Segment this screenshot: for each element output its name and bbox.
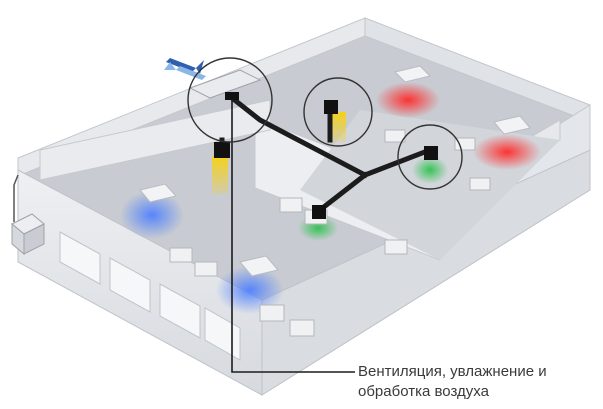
heating-zone-right [473, 134, 541, 170]
air-treatment-zone-top [330, 112, 346, 142]
vertical-pipe [231, 100, 355, 373]
outdoor-air-arrows-icon [164, 58, 206, 80]
cooling-zone-left [120, 191, 184, 239]
ahu-outlet [225, 92, 239, 100]
air-treatment-zone-left [212, 156, 228, 194]
caption-line-2: обработка воздуха [358, 383, 489, 400]
duct-fan-units [214, 100, 438, 219]
heating-zone-top [376, 82, 440, 118]
caption-line-1: Вентиляция, увлажнение и [358, 363, 547, 380]
air-handling-unit [188, 69, 262, 99]
humidification-zone-right [412, 156, 448, 184]
duct-network [219, 94, 434, 214]
partition-left [39, 99, 271, 181]
caption: Вентиляция, увлажнение и обработка возду… [358, 362, 598, 402]
cooling-zone-front [216, 266, 284, 314]
office-furniture [169, 129, 491, 337]
heat-pump-outdoor-unit-icon [11, 174, 45, 256]
ceiling-units [139, 65, 531, 277]
highlight-circles [187, 57, 463, 190]
